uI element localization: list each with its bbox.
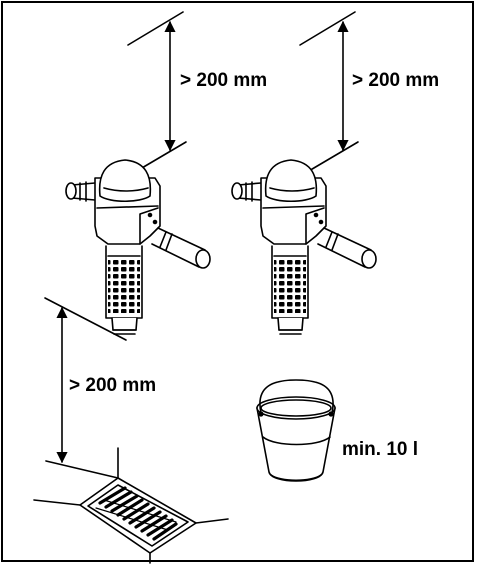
clearance-below-label: > 200 mm bbox=[69, 375, 157, 396]
bucket bbox=[256, 379, 336, 482]
clearance-below-dimension bbox=[44, 297, 127, 479]
clearance-top-left-dimension bbox=[127, 11, 187, 176]
clearance-top-right-dimension bbox=[299, 11, 359, 176]
clearance-above-left-label: > 200 mm bbox=[180, 70, 268, 91]
clearance-above-right-label: > 200 mm bbox=[352, 70, 440, 91]
filter-unit-left bbox=[65, 159, 211, 335]
bucket-capacity-label: min. 10 l bbox=[342, 439, 419, 460]
floor-drain bbox=[33, 447, 229, 564]
filter-unit-right bbox=[231, 159, 377, 335]
